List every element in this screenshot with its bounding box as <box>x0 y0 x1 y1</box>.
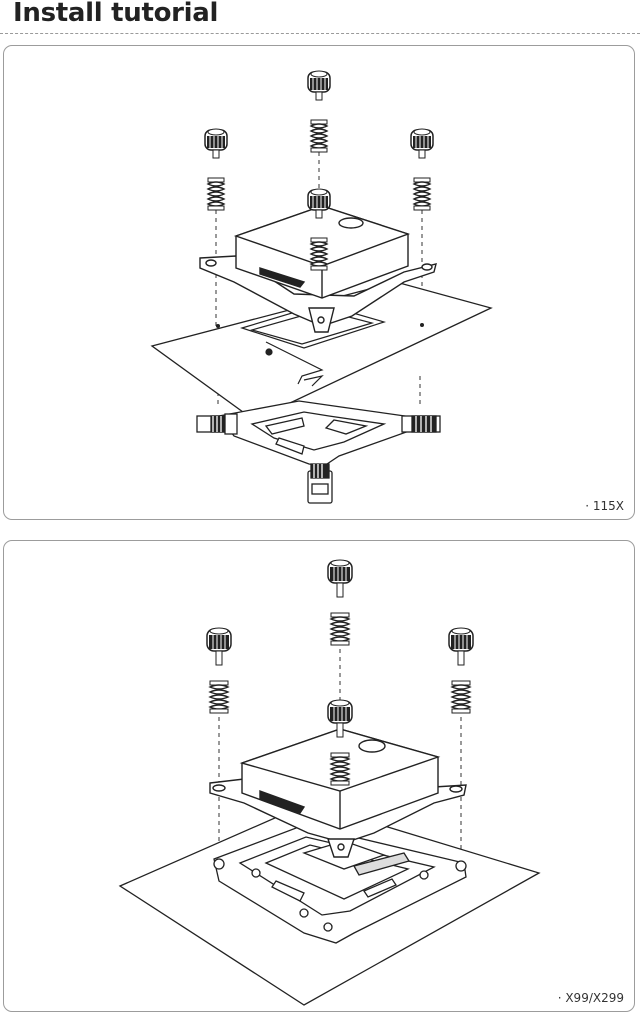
left-clip <box>196 413 238 435</box>
socket-type-label: · 115X <box>585 499 624 513</box>
diagram-panel-115x: · 115X <box>3 45 635 520</box>
page-header: Install tutorial <box>0 0 640 36</box>
thumb-screw-top <box>307 70 331 153</box>
thumb-screw-right <box>410 128 434 211</box>
thumb-screw-top <box>327 559 353 646</box>
diagram-panel-x99-x299: · X99/X299 <box>3 540 635 1012</box>
bottom-clip <box>307 463 333 504</box>
right-clip <box>401 415 441 433</box>
thumb-screw-left <box>206 627 232 714</box>
cpu-socket-x99 <box>213 824 467 944</box>
page-title: Install tutorial <box>13 0 219 28</box>
thumb-screw-right <box>448 627 474 714</box>
header-divider <box>0 33 640 34</box>
install-diagram-x99-x299 <box>118 559 541 1006</box>
socket-type-label: · X99/X299 <box>557 991 624 1005</box>
back-plate-bracket <box>217 400 421 467</box>
thumb-screw-left <box>204 128 228 211</box>
install-diagram-115x <box>150 70 493 504</box>
